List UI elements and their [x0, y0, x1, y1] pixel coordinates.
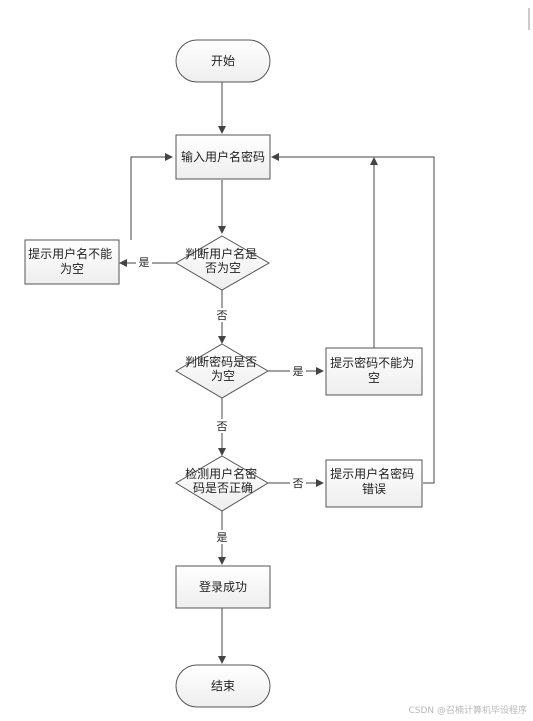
node-tip-wrong-line2: 错误	[362, 482, 386, 496]
node-start: 开始	[175, 39, 271, 83]
svg-text:提示用户名不能 为空: 提示用户名不能 为空	[28, 246, 116, 276]
label-yes-user-empty: 是	[139, 256, 150, 269]
node-tip-wrong: 提示用户名密码 错误	[325, 459, 423, 508]
node-input: 输入用户名密码	[175, 134, 271, 180]
node-check-pass-line2: 为空	[211, 369, 235, 383]
label-no-user-empty: 否	[217, 309, 228, 322]
watermark: CSDN @召楠计算机毕设程序	[408, 704, 527, 716]
label-no-verify: 否	[293, 477, 304, 490]
node-verify-line1: 检测用户名密	[185, 466, 257, 481]
node-tip-user: 提示用户名不能 为空	[24, 239, 120, 285]
svg-text:判断密码是否 为空: 判断密码是否 为空	[185, 354, 261, 383]
label-yes-verify: 是	[217, 531, 228, 544]
svg-text:检测用户名密 码是否正确: 检测用户名密 码是否正确	[185, 466, 261, 495]
node-check-user-line2: 否为空	[205, 261, 241, 275]
node-tip-user-line1: 提示用户名不能	[28, 246, 112, 261]
node-input-label: 输入用户名密码	[181, 149, 265, 164]
label-yes-pass-empty: 是	[293, 365, 304, 378]
edge-tip-wrong-input	[271, 153, 435, 484]
node-tip-pass-line1: 提示密码不能为	[330, 355, 414, 370]
node-end: 结束	[175, 664, 271, 708]
node-check-user-line1: 判断用户名是	[185, 246, 257, 261]
svg-text:提示用户名密码 错误: 提示用户名密码 错误	[330, 466, 418, 496]
svg-text:提示密码不能为 空: 提示密码不能为 空	[330, 355, 418, 385]
label-no-pass-empty: 否	[217, 420, 228, 433]
edge-tip-user-input	[130, 153, 173, 240]
node-tip-wrong-line1: 提示用户名密码	[330, 466, 414, 481]
node-end-label: 结束	[211, 679, 235, 693]
node-check-pass-line1: 判断密码是否	[185, 354, 257, 369]
node-check-pass: 判断密码是否 为空	[175, 343, 269, 399]
svg-text:判断用户名是 否为空: 判断用户名是 否为空	[185, 246, 261, 275]
node-success: 登录成功	[175, 565, 271, 609]
node-success-label: 登录成功	[199, 579, 247, 594]
node-check-user: 判断用户名是 否为空	[175, 235, 271, 291]
node-tip-user-line2: 为空	[60, 262, 84, 276]
node-verify-line2: 码是否正确	[193, 481, 253, 495]
node-tip-pass-line2: 空	[368, 371, 380, 385]
node-tip-pass: 提示密码不能为 空	[325, 347, 423, 396]
node-verify: 检测用户名密 码是否正确	[175, 455, 269, 512]
node-start-label: 开始	[211, 54, 235, 68]
